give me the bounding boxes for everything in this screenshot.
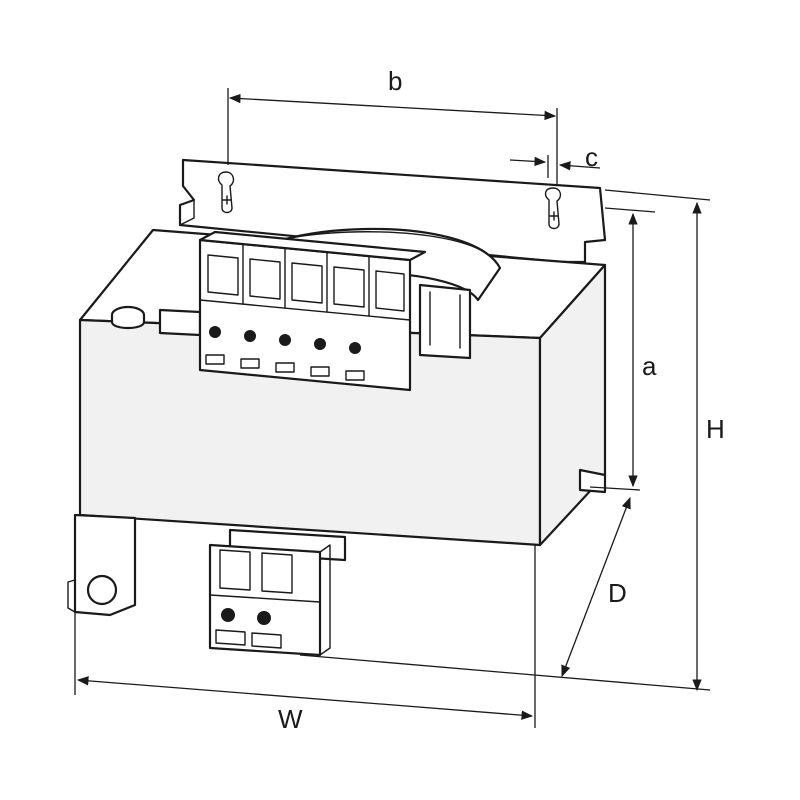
dimension-b-line [228,93,557,121]
label-a: a [642,351,657,381]
label-b: b [388,66,402,96]
label-W: W [278,704,303,734]
mounting-slot-right-icon [544,187,562,230]
transformer-body [78,227,607,547]
terminal-block-top [198,230,427,392]
extension-lines [74,88,711,728]
label-c: c [585,142,598,172]
terminal-block-bottom [208,543,331,657]
side-clip-left [158,308,202,337]
mounting-slot-left-icon [217,171,235,214]
dimension-D-line [561,496,631,678]
label-D: D [608,578,627,608]
label-H: H [706,414,725,444]
dimension-c-line [509,156,601,171]
side-clip [418,283,472,360]
dimension-W-line [76,676,534,720]
